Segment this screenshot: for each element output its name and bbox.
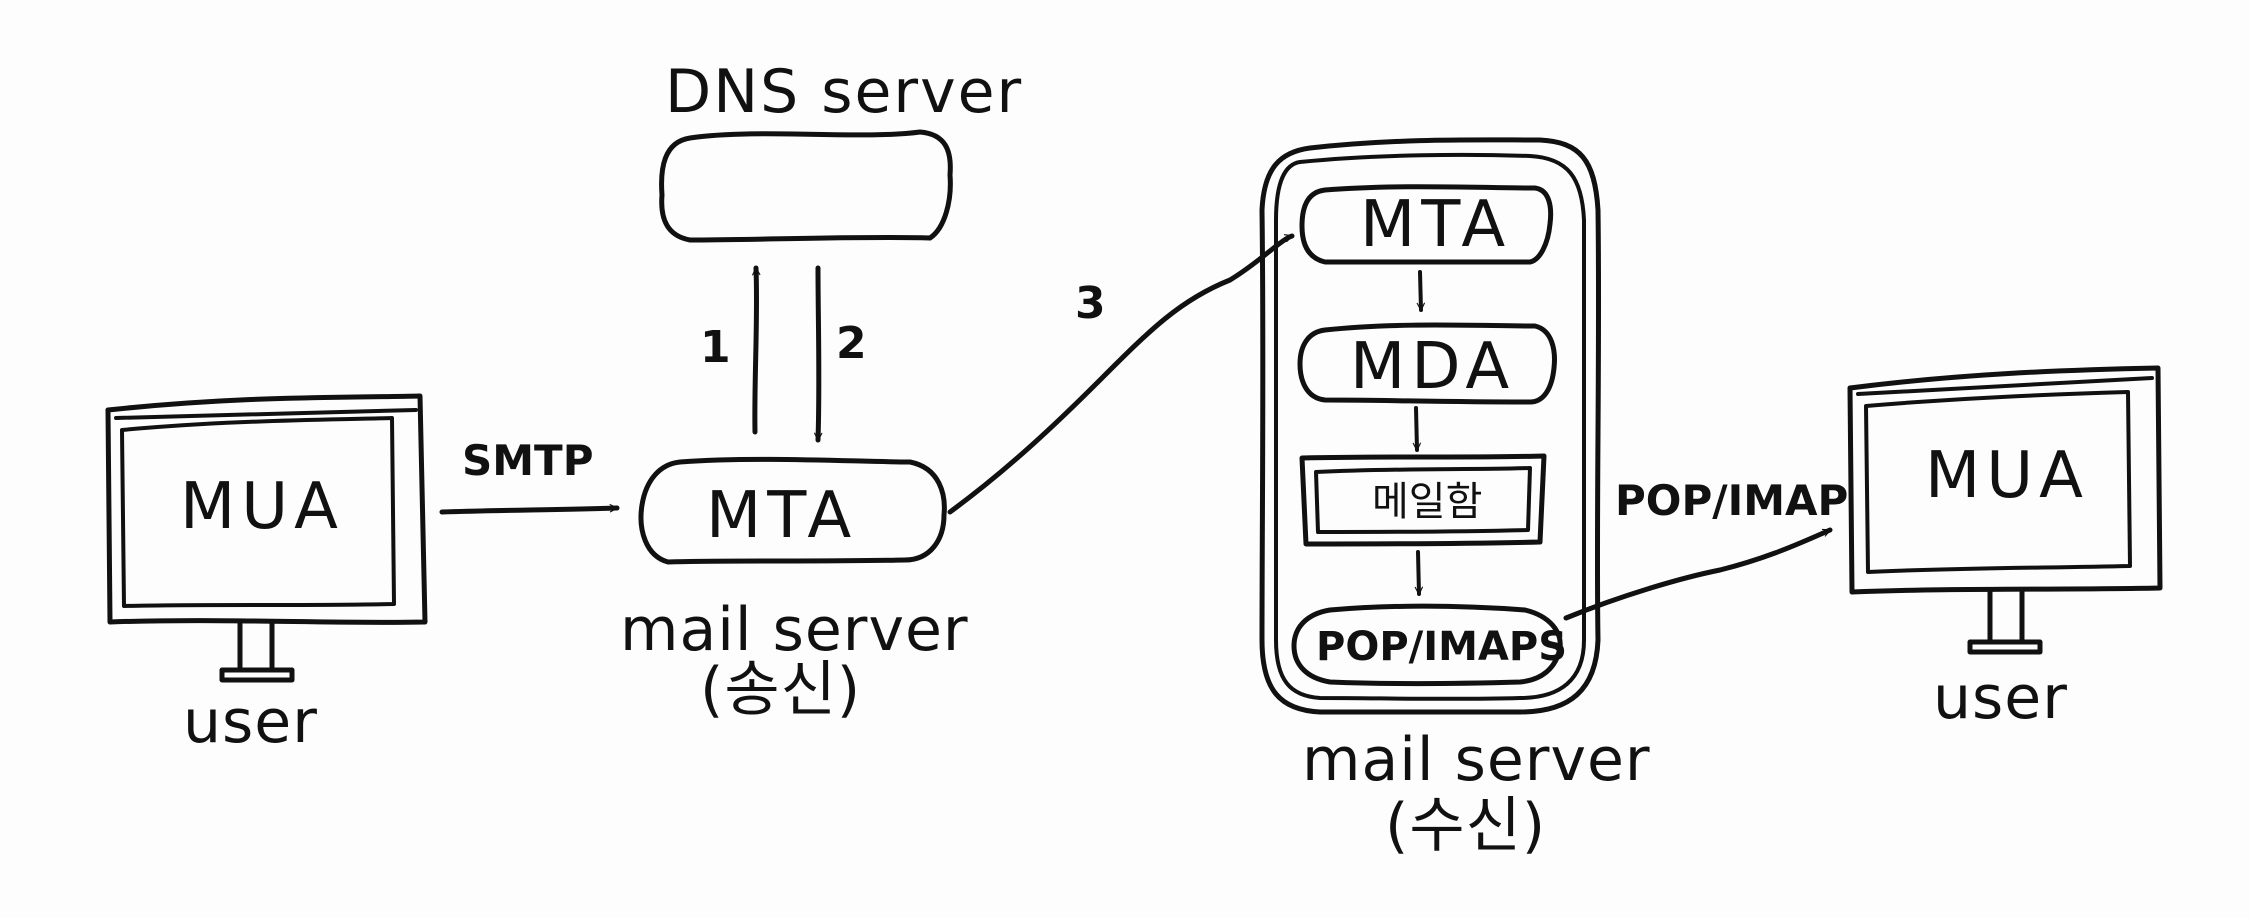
receiver-mta-label: MTA	[1360, 188, 1511, 262]
receiver-user-label: user	[1933, 663, 2068, 733]
transfer-step-3: 3	[1075, 278, 1106, 329]
smtp-arrow	[439, 504, 620, 515]
receiver-monitor	[1847, 365, 2163, 655]
mailbox-box	[1299, 453, 1547, 547]
sender-mua-label: MUA	[180, 470, 344, 544]
receiver-mda-box	[1297, 322, 1557, 405]
receiver-mua-label: MUA	[1925, 439, 2089, 513]
receiver-server-container	[1259, 137, 1602, 715]
receiver-server-label: mail server	[1302, 725, 1651, 795]
mailbox-to-popimap-arrow	[1414, 550, 1424, 596]
receiver-mda-label: MDA	[1350, 330, 1515, 404]
dns-step-1: 1	[700, 322, 731, 373]
sender-user-label: user	[183, 687, 318, 757]
dns-server-box	[659, 129, 953, 243]
dns-response-arrow	[814, 265, 823, 443]
popimap-server-label: POP/IMAPS	[1316, 624, 1567, 670]
mta-to-mda-arrow	[1416, 270, 1425, 312]
dns-step-2: 2	[836, 318, 867, 369]
sender-server-role: (송신)	[700, 655, 861, 725]
dns-query-arrow	[752, 265, 761, 435]
mta-transfer-arrow	[947, 233, 1295, 515]
mda-to-mailbox-arrow	[1412, 406, 1422, 452]
popimap-label: POP/IMAP	[1615, 476, 1848, 525]
smtp-label: SMTP	[462, 436, 593, 485]
sender-mta-label: MTA	[706, 479, 857, 553]
mailbox-label: 메일함	[1372, 479, 1482, 525]
receiver-server-role: (수신)	[1385, 791, 1546, 861]
receiver-mta-box	[1299, 184, 1554, 265]
sender-monitor	[105, 393, 428, 683]
sender-server-label: mail server	[620, 595, 969, 665]
dns-server-title: DNS server	[665, 57, 1023, 127]
sender-mta-box	[638, 456, 947, 565]
popimap-server-box	[1291, 603, 1563, 686]
popimap-arrow	[1563, 527, 1833, 621]
